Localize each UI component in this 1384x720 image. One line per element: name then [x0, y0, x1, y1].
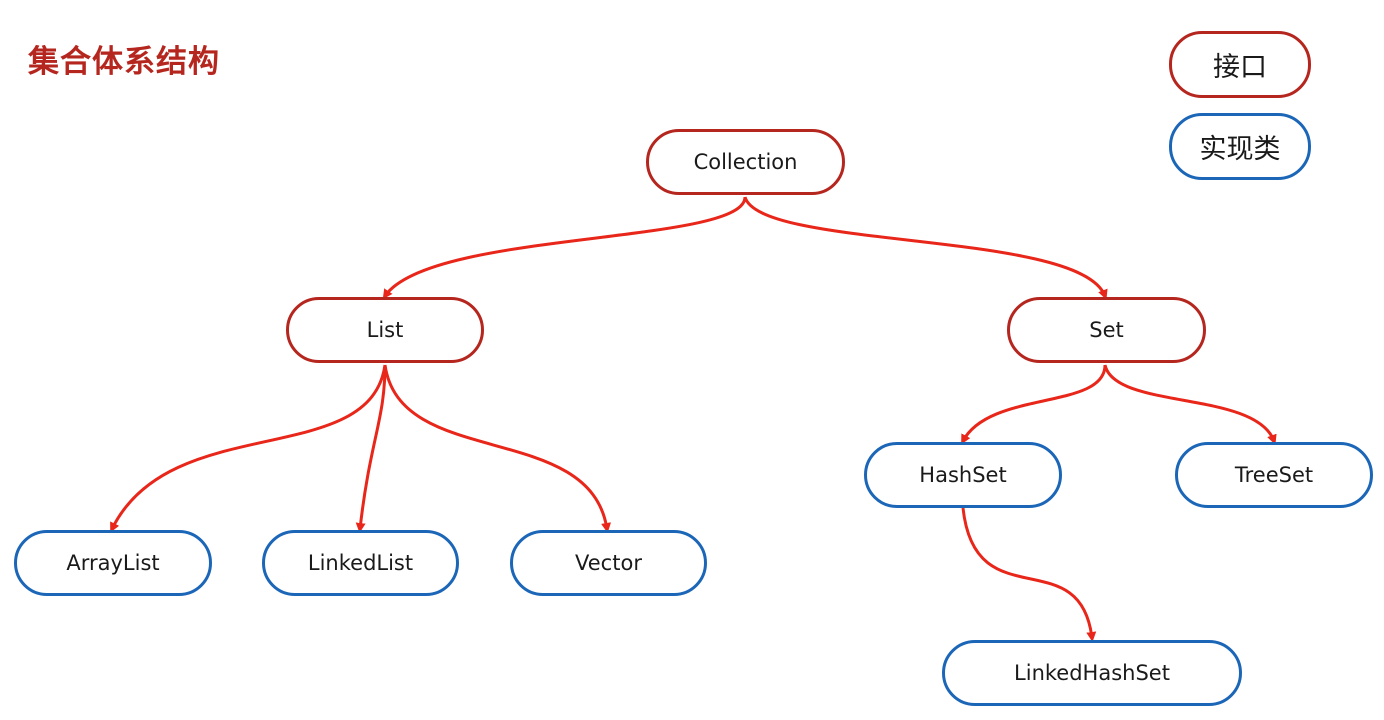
legend-impl: 实现类 — [1169, 113, 1311, 180]
diagram-title: 集合体系结构 — [28, 44, 220, 80]
edge-list-arraylist — [110, 364, 387, 533]
node-linkedhashset: LinkedHashSet — [942, 640, 1242, 706]
node-collection: Collection — [646, 129, 845, 195]
node-collection-label: Collection — [693, 150, 798, 174]
legend-impl-label: 实现类 — [1199, 134, 1281, 165]
edge-list-linkedlist — [355, 364, 387, 533]
legend-interface-label: 接口 — [1213, 52, 1267, 83]
node-treeset-label: TreeSet — [1234, 463, 1314, 487]
edge-hashset-linkedhashset — [961, 507, 1097, 642]
node-vector-label: Vector — [575, 551, 642, 575]
node-vector: Vector — [510, 530, 707, 596]
node-hashset: HashSet — [864, 442, 1062, 508]
edge-collection-set — [743, 196, 1108, 300]
node-hashset-label: HashSet — [919, 463, 1007, 487]
node-set: Set — [1007, 297, 1206, 363]
node-linkedhashset-label: LinkedHashSet — [1014, 661, 1170, 685]
node-list: List — [286, 297, 484, 363]
edge-list-vector — [383, 364, 612, 533]
node-set-label: Set — [1089, 318, 1124, 342]
edge-collection-list — [382, 196, 747, 300]
node-list-label: List — [366, 318, 404, 342]
node-linkedlist-label: LinkedList — [307, 551, 414, 575]
edge-set-hashset — [961, 364, 1107, 445]
node-arraylist: ArrayList — [14, 530, 212, 596]
node-linkedlist: LinkedList — [262, 530, 459, 596]
edge-set-treeset — [1103, 364, 1277, 445]
node-treeset: TreeSet — [1175, 442, 1373, 508]
node-arraylist-label: ArrayList — [66, 551, 160, 575]
legend-interface: 接口 — [1169, 31, 1311, 98]
